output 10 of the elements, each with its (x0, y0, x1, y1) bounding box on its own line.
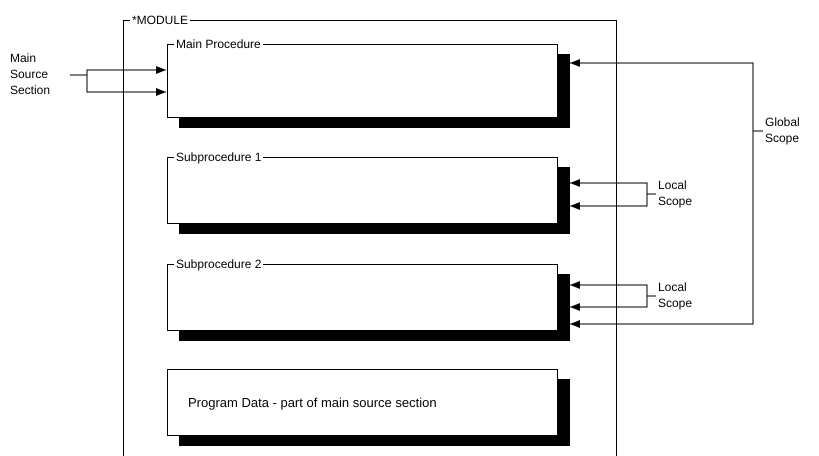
scope-label: Main Source Section (10, 50, 68, 98)
scope-label: Local Scope (658, 279, 710, 311)
box-heading: Subprocedure 2 (174, 256, 264, 272)
box-text: Program Data - part of main source section (188, 394, 437, 412)
box-heading: Subprocedure 1 (174, 149, 264, 165)
arrow (70, 74, 166, 96)
scope-label: Local Scope (658, 177, 710, 209)
data-box (167, 369, 558, 436)
arrow (570, 130, 764, 328)
scope-label: Global Scope (765, 114, 817, 146)
